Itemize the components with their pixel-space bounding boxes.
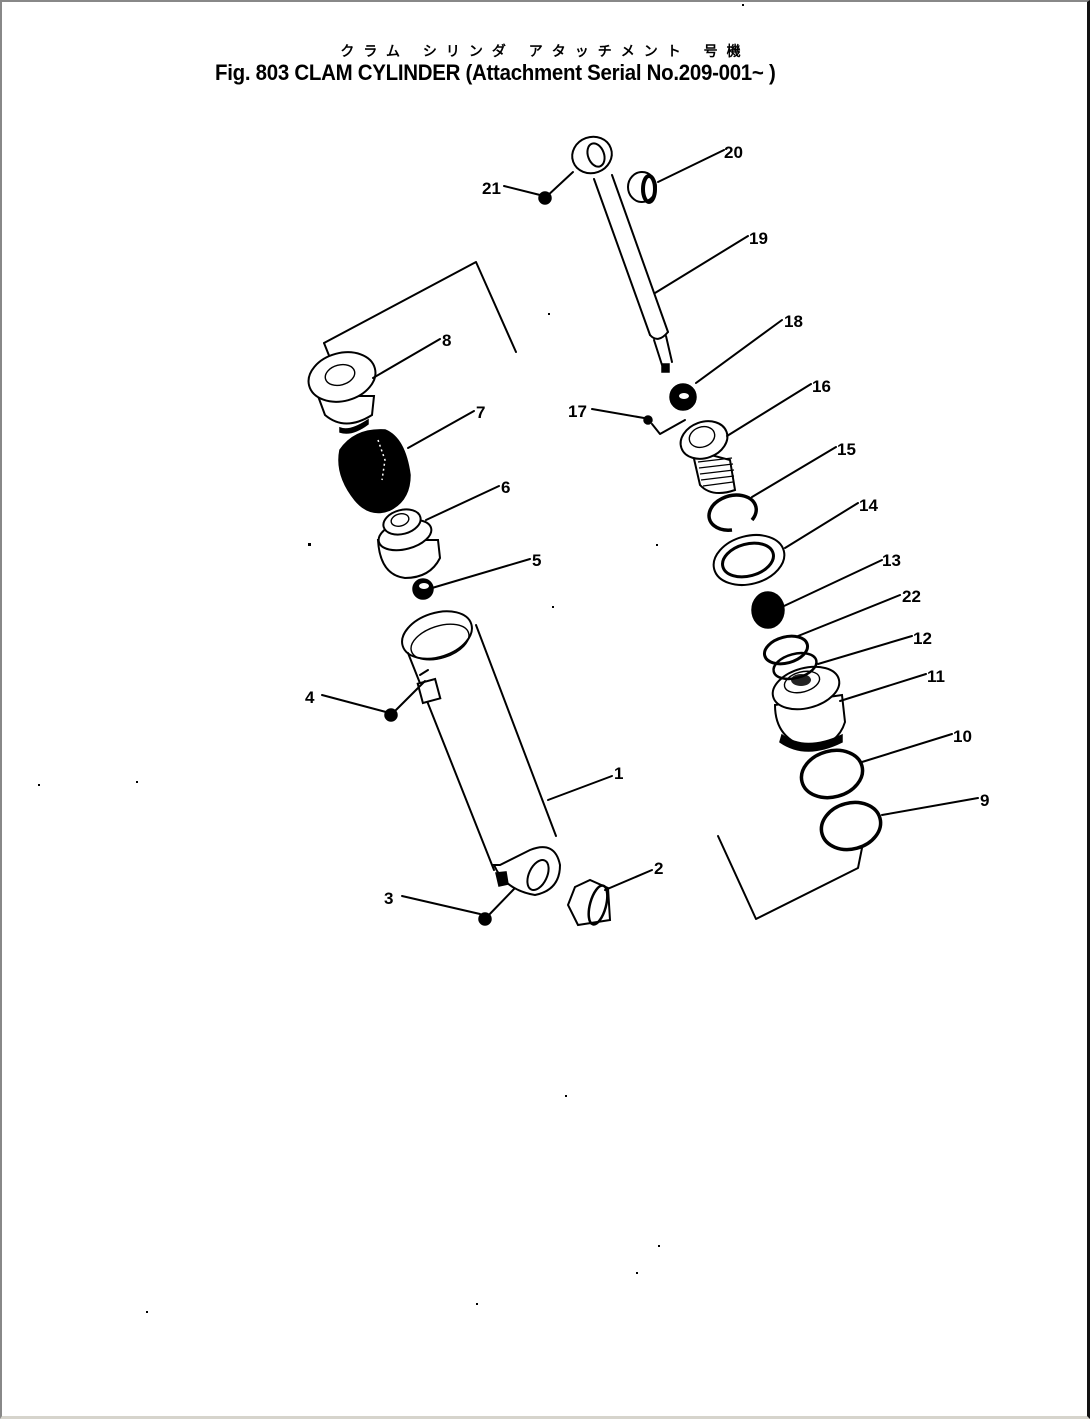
part-label-9: 9	[980, 791, 989, 810]
part-label-7: 7	[476, 403, 485, 422]
grease-fitting-3-part	[478, 888, 515, 926]
part-label-20: 20	[724, 143, 743, 162]
title-japanese: クラム シリンダ アタッチメント 号機	[340, 44, 750, 60]
backup-ring-10-part	[799, 748, 865, 800]
o-ring-9-part	[819, 800, 883, 852]
part-label-6: 6	[501, 478, 510, 497]
part-label-13: 13	[882, 551, 901, 570]
grease-fitting-21	[538, 171, 574, 205]
leader-lines	[321, 149, 979, 915]
figure-title: Fig. 803 CLAM CYLINDER (Attachment Seria…	[215, 60, 776, 85]
cylinder-head-11-part	[771, 651, 847, 752]
part-label-17: 17	[568, 402, 587, 421]
scan-specks	[38, 4, 744, 1313]
bushing-13-part	[751, 591, 785, 629]
part-label-2: 2	[654, 859, 663, 878]
dust-seal-14-part	[712, 534, 786, 586]
part-label-21: 21	[482, 179, 501, 198]
part-label-18: 18	[784, 312, 803, 331]
snap-ring-15-part	[707, 493, 758, 532]
part-label-8: 8	[442, 331, 451, 350]
part-label-19: 19	[749, 229, 768, 248]
piston-rod-part	[571, 135, 673, 373]
piston-ring-8-part	[307, 351, 377, 434]
part-label-10: 10	[953, 727, 972, 746]
part-label-1: 1	[614, 764, 623, 783]
set-screw-17-part	[643, 415, 686, 435]
plug-4-part	[384, 680, 426, 722]
rod-seal-16-part	[679, 420, 737, 495]
part-label-22: 22	[902, 587, 921, 606]
cylinder-tube-part	[401, 610, 562, 897]
part-label-11: 11	[927, 667, 945, 686]
part-label-12: 12	[913, 629, 932, 648]
part-label-15: 15	[837, 440, 856, 459]
bushing-5-part	[412, 578, 434, 600]
part-label-5: 5	[532, 551, 541, 570]
kit-bracket-right	[717, 835, 863, 920]
part-labels: 1 2 3 4 5 6 7 8 9 10 11 12 13 14 15 16 1…	[305, 143, 989, 908]
part-label-4: 4	[305, 688, 315, 707]
part-label-14: 14	[859, 496, 878, 515]
bushing-2-part	[566, 878, 612, 927]
wiper-ring-22-part	[762, 634, 810, 666]
piston-7-part	[338, 429, 411, 514]
piston-nut-6-part	[376, 508, 442, 580]
part-label-3: 3	[384, 889, 393, 908]
rod-bushing-20	[627, 171, 657, 204]
cushion-ring-18-part	[669, 383, 697, 411]
part-label-16: 16	[812, 377, 831, 396]
